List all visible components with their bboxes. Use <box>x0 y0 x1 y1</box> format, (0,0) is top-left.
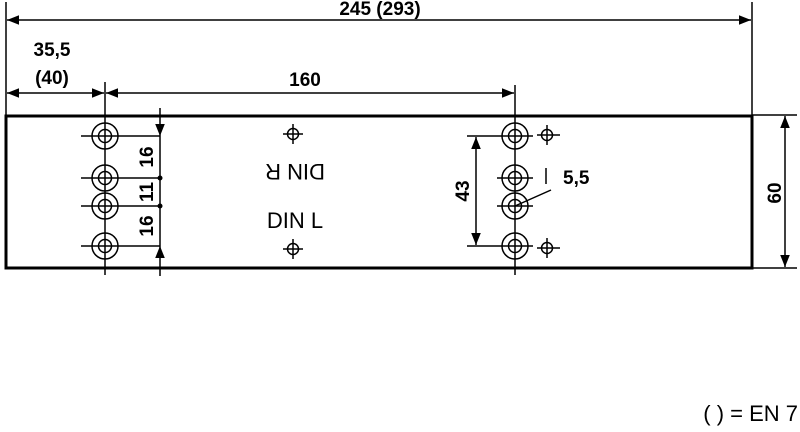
left-gap-top-label: 16 <box>137 146 158 167</box>
left-offset-en7-label: (40) <box>35 68 69 89</box>
small-hole <box>283 239 303 259</box>
hole-diameter-label: 5,5 <box>563 168 590 189</box>
left-gap-bottom-label: 16 <box>137 215 158 236</box>
left-offset-label: 35,5 <box>34 40 71 61</box>
left-hole-group: 16 11 16 <box>81 108 165 276</box>
center-group: DIN R DIN L <box>265 124 325 259</box>
mounting-hole <box>467 122 533 150</box>
right-hole-group: 43 5,5 <box>453 122 590 260</box>
mounting-hole <box>81 122 160 150</box>
din-l-label: DIN L <box>267 208 323 233</box>
offset-dimension: 35,5 (40) 160 <box>7 40 516 275</box>
height-label: 60 <box>765 182 786 203</box>
leader-line <box>514 189 552 207</box>
right-span-label: 43 <box>453 180 474 201</box>
small-hole <box>537 125 560 145</box>
plate-outline <box>4 114 754 270</box>
height-dimension: 60 <box>752 114 797 269</box>
hole-spacing-label: 160 <box>289 70 321 91</box>
mounting-hole <box>81 232 160 260</box>
small-hole <box>283 124 303 144</box>
mounting-hole <box>81 164 160 192</box>
left-gap-mid-label: 11 <box>137 182 158 203</box>
mounting-hole <box>467 232 533 260</box>
small-hole <box>537 238 560 258</box>
mounting-hole <box>81 192 160 220</box>
overall-length-label: 245 (293) <box>339 0 420 20</box>
legend-en7: ( ) = EN 7 <box>703 401 798 426</box>
din-r-label: DIN R <box>265 159 325 184</box>
overall-length-dimension: 245 (293) <box>5 0 753 115</box>
mounting-hole <box>497 164 533 192</box>
